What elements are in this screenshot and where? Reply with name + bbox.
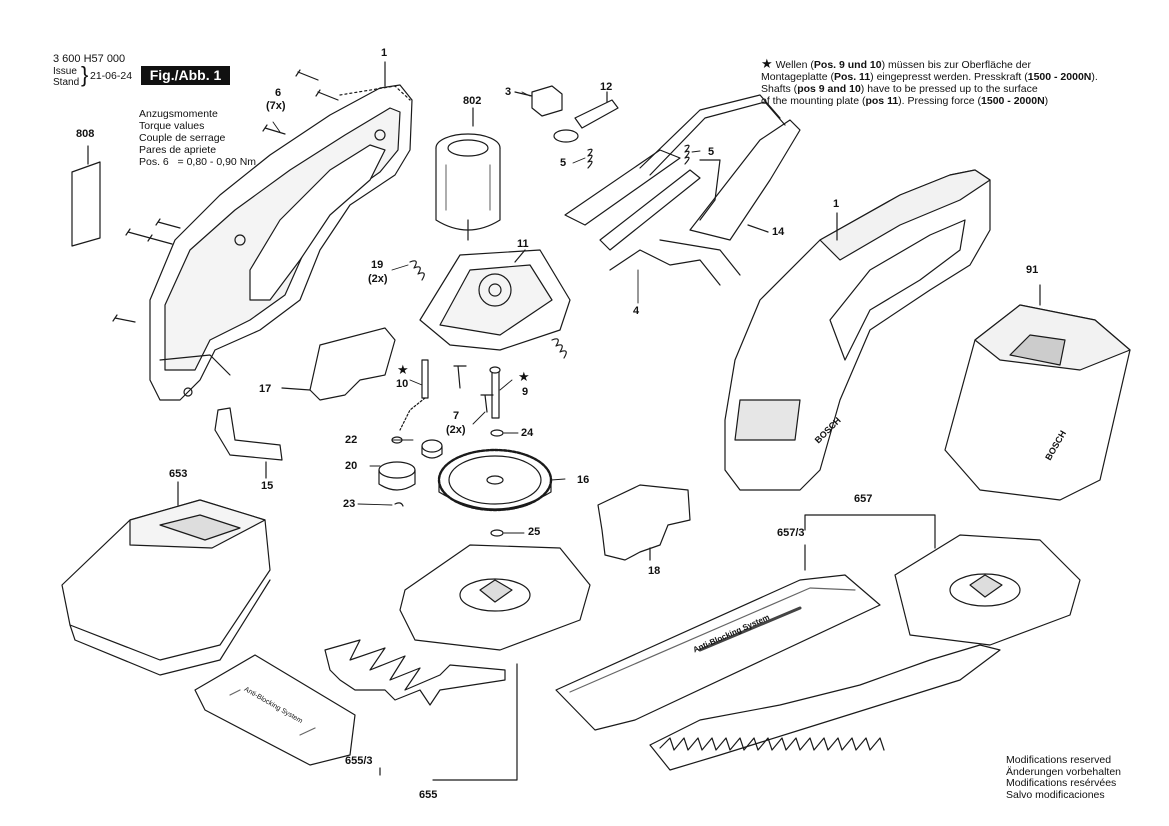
label-part-11: 11 — [517, 238, 529, 250]
label-part-7-qty: (2x) — [446, 424, 466, 436]
label-part-16: 16 — [577, 474, 590, 486]
label-part-10: 10 — [396, 378, 409, 390]
note-line-4: of the mounting plate (pos 11). Pressing… — [761, 95, 1049, 107]
mods-fr: Modifications resérvées — [1006, 777, 1117, 789]
label-part-4: 4 — [633, 305, 640, 317]
label-part-12: 12 — [600, 81, 613, 93]
torque-line-en: Torque values — [139, 120, 205, 132]
label-part-91: 91 — [1026, 264, 1039, 276]
part-14-electronics — [564, 94, 801, 286]
label-part-25: 25 — [528, 526, 541, 538]
part-23-clip — [394, 502, 404, 507]
label-part-7: 7 — [453, 410, 460, 422]
part-20-gear — [378, 439, 443, 491]
part-655-3-cover — [194, 654, 356, 766]
part-11-mounting-plate — [419, 249, 571, 351]
torque-line-de: Anzugsmomente — [139, 108, 218, 120]
note-line-3: Shafts (pos 9 and 10) have to be pressed… — [761, 83, 1038, 95]
part-9-shaft — [489, 366, 501, 419]
part-18-holder — [597, 484, 691, 561]
part-91-battery — [944, 284, 1131, 501]
label-part-808: 808 — [76, 128, 95, 140]
label-part-655-3: 655/3 — [345, 755, 373, 767]
torque-spec: Pos. 6 = 0,80 - 0,90 Nm — [139, 156, 257, 168]
part-16-main-gear — [437, 448, 553, 512]
press-fit-note: ★ Wellen (Pos. 9 und 10) müssen bis zur … — [761, 56, 1098, 107]
star-part-9: ★ — [518, 369, 530, 384]
part-25-washer — [490, 529, 504, 537]
label-part-6: 6 — [275, 87, 282, 99]
stand-label: Stand — [53, 77, 80, 88]
label-part-657-3: 657/3 — [777, 527, 805, 539]
label-part-23: 23 — [343, 498, 356, 510]
document-code: 3 600 H57 000 — [53, 53, 126, 65]
note-line-2: Montageplatte (Pos. 11) eingepresst werd… — [761, 71, 1098, 83]
label-part-5a: 5 — [560, 157, 567, 169]
part-6-screws — [112, 69, 339, 323]
brace-symbol: } — [81, 62, 89, 87]
label-part-5b: 5 — [708, 146, 715, 158]
star-part-10: ★ — [397, 362, 409, 377]
note-star: ★ — [761, 56, 773, 71]
label-part-1-right: 1 — [833, 198, 840, 210]
part-10-shaft — [399, 359, 429, 431]
label-part-18: 18 — [648, 565, 661, 577]
label-part-655: 655 — [419, 789, 438, 801]
label-part-24: 24 — [521, 427, 534, 439]
part-3-button — [514, 85, 563, 117]
issue-stand-label: Issue Stand — [53, 66, 79, 88]
label-part-20: 20 — [345, 460, 358, 472]
torque-values-block: Anzugsmomente Torque values Couple de se… — [139, 108, 256, 168]
mods-de: Änderungen vorbehalten — [1006, 765, 1122, 778]
torque-line-fr: Couple de serrage — [139, 132, 226, 144]
label-part-14: 14 — [772, 226, 785, 238]
label-part-6-qty: (7x) — [266, 100, 286, 112]
part-5-springs — [587, 144, 690, 169]
issue-date: 21-06-24 — [90, 70, 133, 82]
modifications-notice: Modifications reserved Änderungen vorbeh… — [1006, 754, 1122, 801]
label-part-9: 9 — [522, 386, 529, 398]
label-part-1-left: 1 — [381, 47, 388, 59]
part-12-switch — [553, 91, 619, 143]
mods-en: Modifications reserved — [1006, 754, 1112, 766]
label-part-3: 3 — [505, 86, 512, 98]
label-part-19-qty: (2x) — [368, 273, 388, 285]
note-line-1: ★ Wellen (Pos. 9 und 10) müssen bis zur … — [761, 56, 1031, 71]
label-part-15: 15 — [261, 480, 274, 492]
part-7-screws — [453, 365, 494, 413]
part-657-hedge-blade — [555, 514, 1081, 771]
part-17-bracket — [281, 327, 396, 401]
part-15-strap — [214, 407, 283, 479]
part-19-springs — [409, 260, 567, 359]
label-part-19: 19 — [371, 259, 384, 271]
torque-line-es: Pares de apriete — [139, 144, 217, 156]
label-part-653: 653 — [169, 468, 188, 480]
issue-label: Issue — [53, 66, 77, 77]
label-part-17: 17 — [259, 383, 272, 395]
part-808-label — [71, 145, 101, 247]
label-part-657: 657 — [854, 493, 873, 505]
part-655-shrub-blade — [324, 544, 591, 781]
leader-lines — [272, 91, 701, 534]
part-24-washer — [490, 429, 504, 437]
figure-badge: Fig./Abb. 1 — [141, 66, 230, 85]
label-part-22: 22 — [345, 434, 358, 446]
part-1-right-housing — [724, 169, 991, 491]
label-part-802: 802 — [463, 95, 482, 107]
part-1-left-housing — [149, 61, 413, 401]
part-653-charger — [61, 481, 271, 676]
mods-es: Salvo modificaciones — [1006, 788, 1105, 801]
part-802-motor — [435, 107, 501, 241]
